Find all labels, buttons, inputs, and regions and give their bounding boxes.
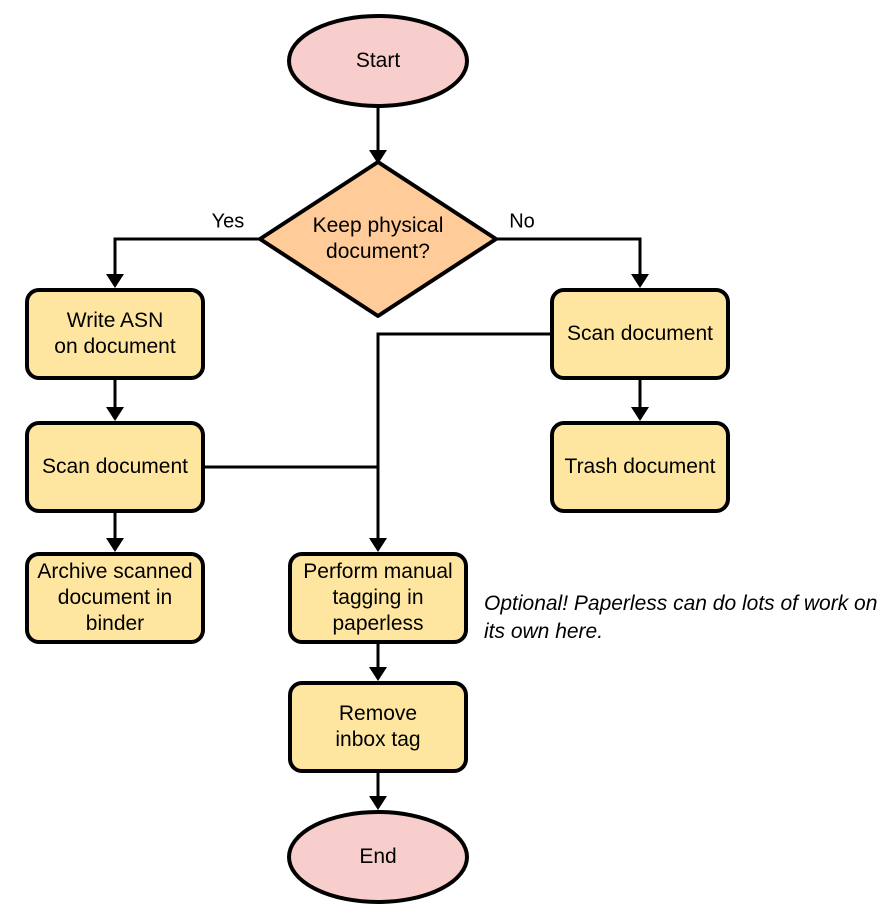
edge-arrowhead	[369, 150, 387, 164]
node-label: Scan document	[567, 322, 713, 345]
edge-scan-right-to-manual-tagging	[369, 332, 552, 552]
edge-arrowhead	[631, 274, 649, 288]
edge-manual-tagging-to-remove-inbox-tag	[369, 642, 387, 681]
terminal-ellipse[interactable]	[287, 14, 469, 108]
edge-decision-yes-to-write-asn: Yes	[106, 210, 260, 288]
node-end[interactable]: End	[287, 810, 469, 904]
terminal-ellipse[interactable]	[287, 810, 469, 904]
edges-layer: Yes No	[106, 106, 649, 810]
edge-label: Yes	[212, 210, 245, 232]
node-scan-document-right[interactable]: Scan document	[550, 288, 730, 380]
edge-scan-left-to-archive	[106, 511, 124, 552]
node-start[interactable]: Start	[287, 14, 469, 108]
edge-label: No	[509, 210, 535, 232]
process-box[interactable]	[25, 288, 205, 380]
node-label: Scan document	[42, 455, 188, 478]
annotations-layer: Optional! Paperless can do lots of work …	[484, 592, 877, 643]
node-scan-document-left[interactable]: Scan document	[25, 421, 205, 513]
node-label: Trash document	[565, 455, 716, 478]
edge-arrowhead	[369, 667, 387, 681]
edge-arrowhead	[369, 796, 387, 810]
node-label: Start	[356, 49, 401, 72]
edge-decision-no-to-scan-right: No	[496, 210, 649, 288]
process-box[interactable]	[288, 681, 468, 773]
edge-scan-right-to-trash	[631, 378, 649, 421]
edge-arrowhead	[631, 407, 649, 421]
edge-arrowhead	[106, 407, 124, 421]
edge-line	[376, 332, 552, 550]
edge-arrowhead	[369, 538, 387, 552]
node-trash-document[interactable]: Trash document	[550, 421, 730, 513]
annotation-optional-note: Optional! Paperless can do lots of work …	[484, 592, 877, 643]
edge-line	[496, 237, 642, 286]
edge-remove-inbox-tag-to-end	[369, 771, 387, 810]
node-label: End	[359, 845, 396, 868]
edge-arrowhead	[106, 274, 124, 288]
process-box[interactable]	[550, 288, 730, 380]
edge-arrowhead	[106, 538, 124, 552]
process-box[interactable]	[25, 421, 205, 513]
decision-diamond[interactable]	[258, 160, 498, 318]
process-box[interactable]	[25, 552, 205, 644]
process-box[interactable]	[288, 552, 468, 644]
edge-write-asn-to-scan-left	[106, 378, 124, 421]
edge-line	[113, 237, 260, 286]
process-box[interactable]	[550, 421, 730, 513]
edge-start-to-decision	[369, 106, 387, 164]
